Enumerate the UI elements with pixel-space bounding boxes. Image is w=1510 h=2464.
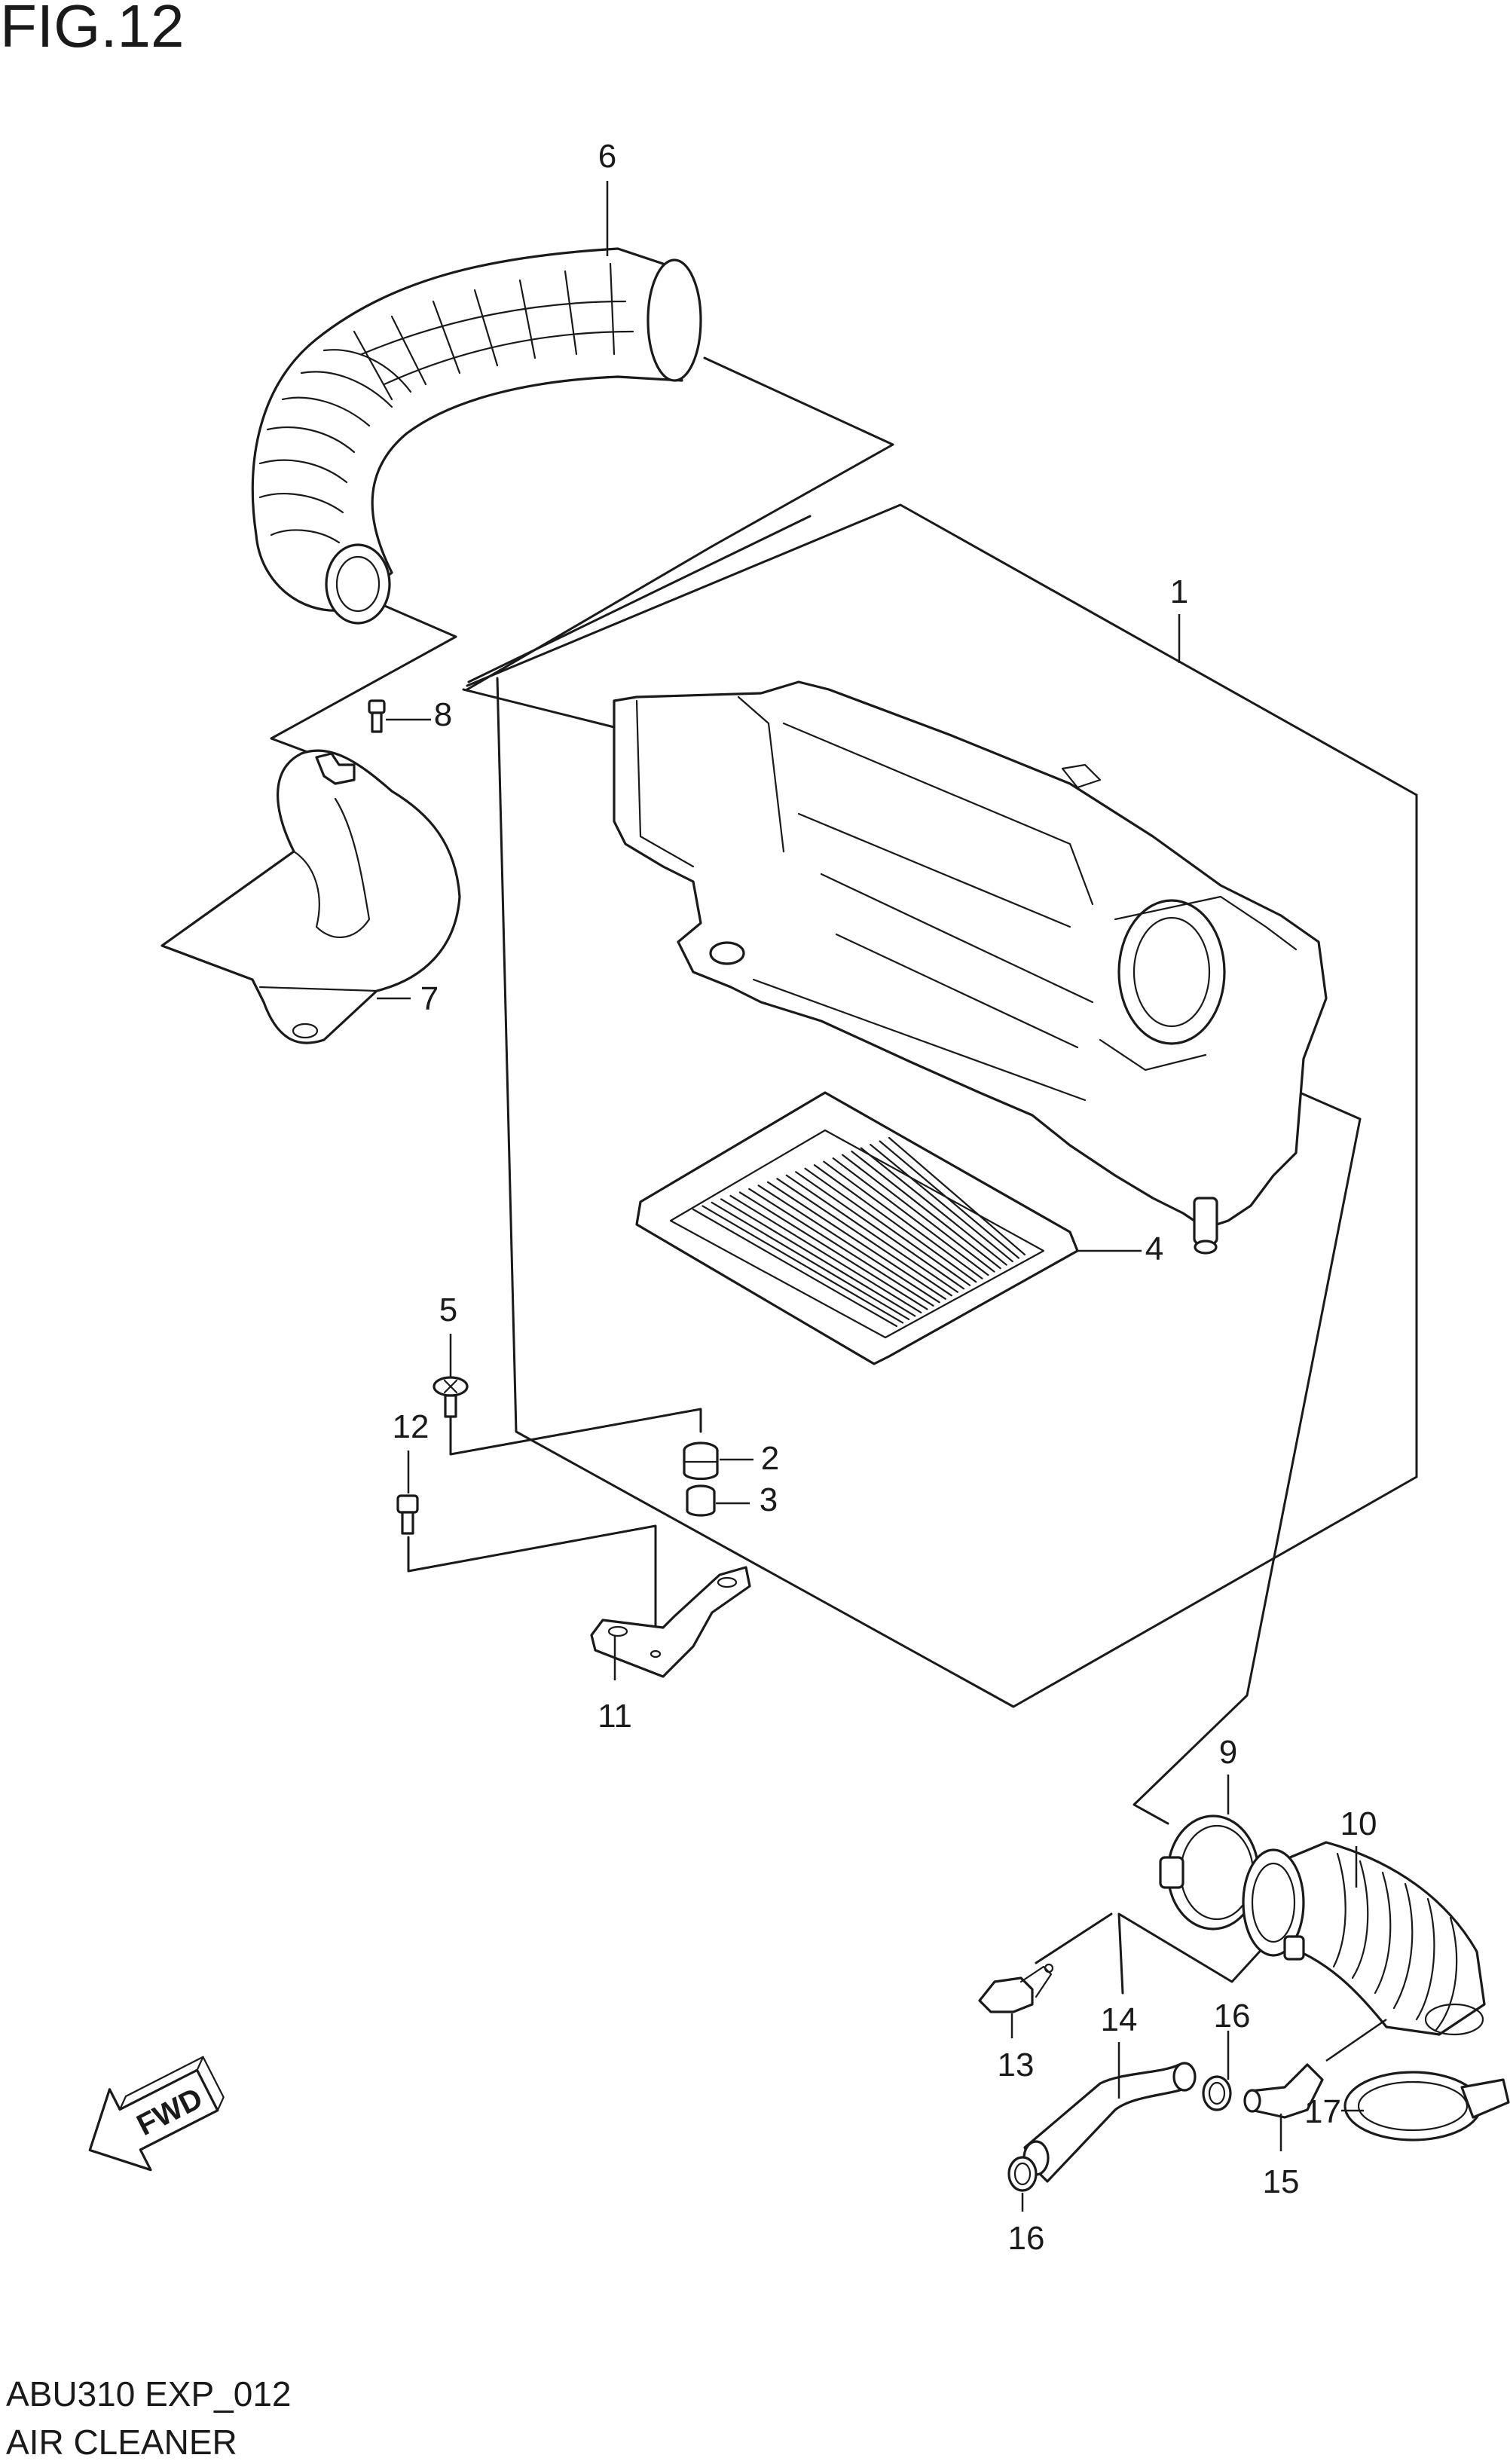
filter-pleat — [851, 1150, 1001, 1270]
filter-pleat — [879, 1140, 1020, 1259]
intake-duct — [251, 247, 702, 625]
bolt-12 — [396, 1494, 419, 1535]
callout-16-lower: 16 — [1008, 2220, 1045, 2257]
outlet-hose — [1242, 1841, 1486, 2036]
callout-2: 2 — [761, 1440, 779, 1477]
collar — [686, 1484, 716, 1517]
callout-15: 15 — [1263, 2163, 1300, 2200]
filter-pleat — [823, 1160, 983, 1279]
hose-clamp-17 — [1343, 2071, 1510, 2141]
filter-pleat — [795, 1171, 965, 1290]
callout-11: 11 — [598, 1698, 632, 1735]
callout-17: 17 — [1304, 2093, 1341, 2130]
breather-hose — [1022, 2062, 1197, 2183]
callout-4: 4 — [1145, 1230, 1163, 1267]
callout-13: 13 — [998, 2047, 1035, 2083]
bolt-5 — [433, 1376, 469, 1418]
small-clamp-16-lower — [1007, 2156, 1038, 2192]
callout-6: 6 — [598, 138, 616, 175]
filter-pleat — [766, 1181, 946, 1300]
callout-14: 14 — [1101, 2001, 1138, 2038]
hose-alignment-line — [1325, 2018, 1387, 2062]
assembly-outline-duct — [270, 356, 894, 763]
filter-pleat — [711, 1201, 910, 1321]
hose-clamp-9 — [1159, 1814, 1260, 1931]
filter-pleat — [738, 1191, 928, 1310]
filter-element — [635, 1091, 1079, 1365]
filter-pleat — [832, 1157, 989, 1276]
air-cleaner-case — [613, 680, 1328, 1255]
callout-1: 1 — [1170, 573, 1188, 610]
sensor-13 — [978, 1963, 1054, 2013]
filter-pleat — [870, 1143, 1013, 1263]
filter-pleat — [729, 1194, 922, 1314]
filter-pleat — [888, 1136, 1026, 1256]
filter-pleat — [748, 1188, 934, 1307]
callout-9: 9 — [1219, 1734, 1237, 1771]
filter-pleat — [720, 1198, 916, 1317]
small-clamp-16-upper — [1202, 2075, 1232, 2111]
figure-caption: AIR CLEANER — [6, 2423, 237, 2462]
bolt-8 — [368, 699, 386, 733]
filter-pleat — [860, 1147, 1007, 1266]
filter-pleat — [813, 1164, 977, 1283]
callout-8: 8 — [434, 696, 452, 733]
filter-pleat — [785, 1174, 959, 1293]
figure-code: ABU310 EXP_012 — [6, 2374, 292, 2414]
filter-pleat — [804, 1167, 971, 1286]
filter-pleat — [702, 1205, 904, 1324]
filter-pleat — [841, 1154, 995, 1273]
filter-pleat — [776, 1178, 952, 1297]
bolt-leader-lines — [407, 1396, 1275, 1995]
callout-5: 5 — [439, 1292, 457, 1328]
air-guide — [160, 749, 461, 1044]
grommet — [683, 1441, 719, 1481]
callout-3: 3 — [760, 1481, 778, 1518]
forward-arrow: FWD — [88, 2056, 225, 2172]
filter-pleat — [757, 1185, 940, 1304]
figure-title: FIG.12 — [0, 0, 185, 60]
callout-10: 10 — [1340, 1805, 1377, 1842]
filter-pleat — [692, 1208, 898, 1328]
callout-16-upper: 16 — [1214, 1998, 1251, 2034]
elbow-fitting — [1243, 2063, 1324, 2119]
leader-lines — [377, 181, 1364, 2212]
bracket — [590, 1566, 751, 1678]
callout-7: 7 — [420, 980, 439, 1017]
callout-12: 12 — [393, 1408, 429, 1445]
